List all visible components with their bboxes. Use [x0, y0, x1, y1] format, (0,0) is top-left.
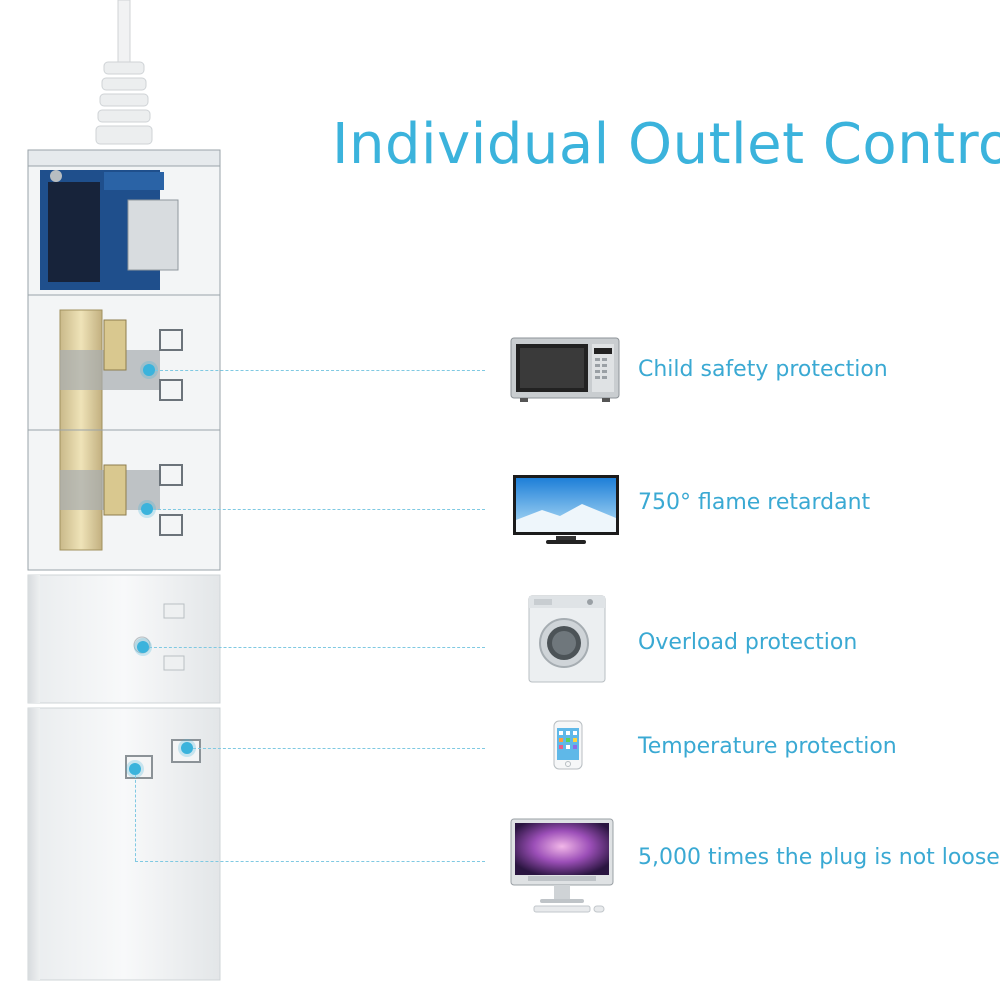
- feature-label-temperature: Temperature protection: [638, 734, 897, 759]
- leader-line-4: [193, 748, 485, 749]
- leader-line-5-vertical: [135, 775, 136, 861]
- outlet-marker-5: [129, 763, 141, 775]
- feature-label-flame-retardant: 750° flame retardant: [638, 490, 871, 515]
- page-title: Individual Outlet Control: [332, 112, 1000, 177]
- leader-line-1: [155, 370, 485, 371]
- outlet-marker-2: [141, 503, 153, 515]
- power-strip-illustration: [27, 0, 221, 981]
- leader-line-3: [149, 647, 485, 648]
- leader-line-2: [153, 509, 485, 510]
- outlet-marker-3: [137, 641, 149, 653]
- phone-icon: [553, 720, 583, 770]
- tv-icon: [513, 475, 619, 544]
- feature-label-plug-durability: 5,000 times the plug is not loose: [638, 845, 1000, 870]
- outlet-marker-4: [181, 742, 193, 754]
- outlet-marker-1: [143, 364, 155, 376]
- washing-machine-icon: [528, 595, 606, 683]
- cable-strain-relief: [95, 61, 153, 145]
- leader-line-5: [135, 861, 485, 862]
- feature-label-overload: Overload protection: [638, 630, 858, 655]
- microwave-icon: [510, 337, 620, 402]
- desktop-computer-icon: [510, 818, 614, 913]
- feature-label-child-safety: Child safety protection: [638, 357, 888, 382]
